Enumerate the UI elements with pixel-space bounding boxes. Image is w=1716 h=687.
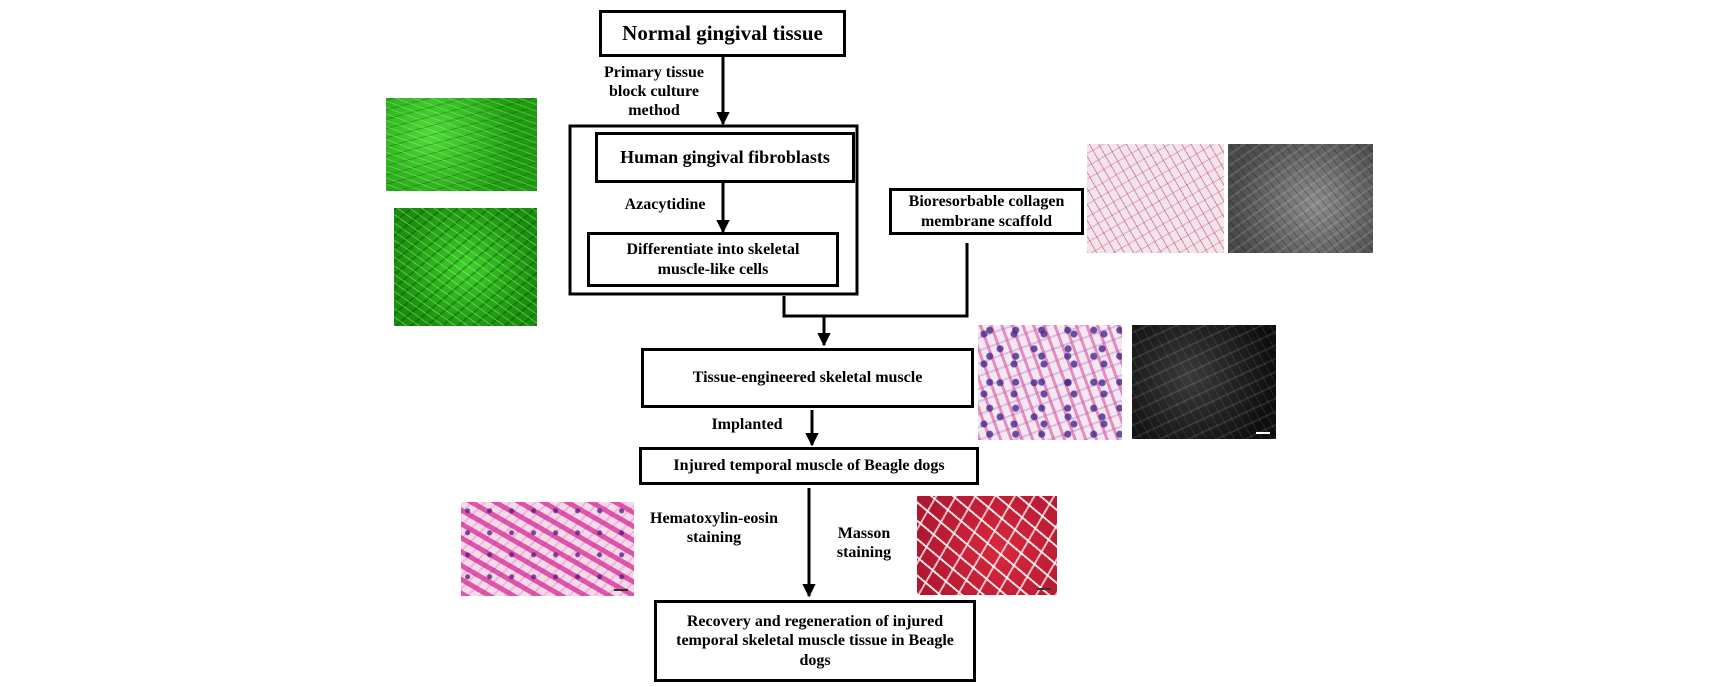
box-human-gingival-fibroblasts-text: Human gingival fibroblasts: [620, 146, 830, 167]
fibroblast-culture-image-2: [394, 208, 537, 326]
box-differentiate: Differentiate into skeletal muscle-like …: [587, 232, 839, 287]
box-normal-gingival-tissue: Normal gingival tissue: [599, 10, 846, 57]
box-human-gingival-fibroblasts: Human gingival fibroblasts: [595, 132, 855, 183]
label-primary-culture: Primary tissue block culture method: [604, 64, 704, 120]
label-implanted: Implanted: [711, 416, 783, 433]
scaffold-sem-image: [1228, 144, 1373, 253]
box-collagen-scaffold-text: Bioresorbable collagen membrane scaffold: [908, 193, 1065, 230]
masson-staining-image: [917, 496, 1057, 595]
scale-bar-icon: [614, 589, 628, 591]
box-recovery-regeneration: Recovery and regeneration of injured tem…: [654, 600, 976, 682]
he-staining-image: [461, 502, 634, 596]
box-recovery-regeneration-text: Recovery and regeneration of injured tem…: [676, 613, 954, 669]
engineered-muscle-he-image: [978, 325, 1122, 440]
fibroblast-group-frame: [568, 124, 859, 296]
scale-bar-icon: [1037, 588, 1051, 590]
scaffold-stain-image: [1087, 144, 1224, 253]
box-injured-temporal-muscle-text: Injured temporal muscle of Beagle dogs: [673, 457, 945, 475]
box-tissue-engineered-muscle-text: Tissue-engineered skeletal muscle: [692, 369, 923, 387]
connector-cells-merge: [782, 243, 969, 318]
label-azacytidine: Azacytidine: [624, 196, 706, 213]
scale-bar-icon: [1256, 432, 1270, 434]
box-differentiate-text: Differentiate into skeletal muscle-like …: [626, 241, 800, 278]
label-masson-staining: Masson staining: [836, 525, 892, 562]
fibroblast-culture-image-1: [386, 98, 537, 191]
box-normal-gingival-tissue-text: Normal gingival tissue: [622, 20, 823, 45]
engineered-muscle-sem-image: [1132, 325, 1276, 439]
label-he-staining: Hematoxylin-eosin staining: [650, 510, 778, 547]
box-collagen-scaffold: Bioresorbable collagen membrane scaffold: [889, 188, 1084, 235]
box-tissue-engineered-muscle: Tissue-engineered skeletal muscle: [641, 348, 974, 408]
box-injured-temporal-muscle: Injured temporal muscle of Beagle dogs: [639, 447, 979, 485]
